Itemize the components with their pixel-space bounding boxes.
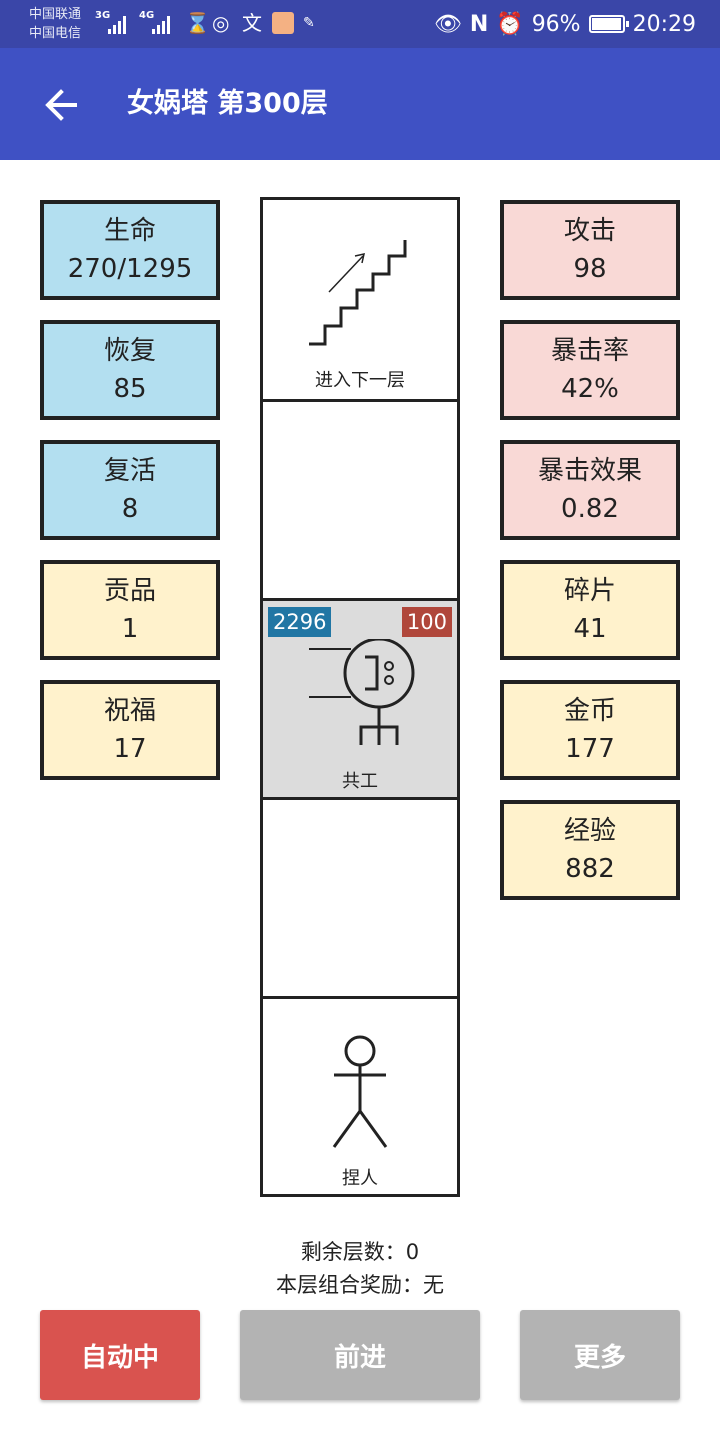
stat-attack: 攻击 98 <box>500 200 680 300</box>
tower-cell-player[interactable]: 捏人 <box>263 999 457 1194</box>
carrier-2: 中国电信 <box>29 26 82 41</box>
forward-button[interactable]: 前进 <box>240 1310 480 1400</box>
floor-reward-text: 本层组合奖励：无 <box>276 1273 444 1297</box>
tower-divider <box>263 996 457 999</box>
more-button[interactable]: 更多 <box>520 1310 680 1400</box>
signal-icon-2 <box>152 12 174 34</box>
stat-label: 碎片 <box>563 576 616 606</box>
nfc-icon: N <box>469 11 489 37</box>
app-bar: 女娲塔 第300层 <box>0 48 720 160</box>
stat-value: 0.82 <box>561 494 619 524</box>
stat-label: 复活 <box>103 456 156 486</box>
translate-icon: 文 <box>242 11 262 35</box>
battery-percent: 96% <box>531 11 581 37</box>
auto-button[interactable]: 自动中 <box>40 1310 200 1400</box>
stat-label: 暴击率 <box>550 336 629 366</box>
arrow-back-icon <box>45 89 77 121</box>
stat-label: 经验 <box>563 816 616 846</box>
tower-divider <box>263 797 457 800</box>
player-figure-icon <box>332 1035 388 1148</box>
stat-gold: 金币 177 <box>500 680 680 780</box>
stat-value: 98 <box>573 254 607 284</box>
stat-value: 42% <box>561 374 619 404</box>
clock-time: 20:29 <box>632 11 696 37</box>
tower-cell-enemy[interactable]: 2296 100 共工 <box>263 601 457 797</box>
stat-experience: 经验 882 <box>500 800 680 900</box>
stat-crit-effect: 暴击效果 0.82 <box>500 440 680 540</box>
carrier-names: 中国联通 中国电信 <box>29 5 81 43</box>
signal-icon <box>108 12 130 34</box>
stat-fragments: 碎片 41 <box>500 560 680 660</box>
stat-value: 41 <box>573 614 607 644</box>
stat-crit-rate: 暴击率 42% <box>500 320 680 420</box>
hourglass-icon: ⌛ <box>185 11 210 35</box>
stat-value: 270/1295 <box>67 254 193 284</box>
stat-value: 85 <box>113 374 147 404</box>
enemy-name: 共工 <box>342 771 378 792</box>
stat-blessing: 祝福 17 <box>40 680 220 780</box>
app-avatar-icon <box>272 12 294 34</box>
alarm-icon: ⏰ <box>496 11 524 37</box>
stat-label: 暴击效果 <box>537 456 642 486</box>
tower-cell-empty <box>263 402 457 601</box>
enemy-hp-badge: 2296 <box>268 607 332 637</box>
stat-recovery: 恢复 85 <box>40 320 220 420</box>
stat-revive: 复活 8 <box>40 440 220 540</box>
tower: 进入下一层 2296 100 共工 捏人 <box>260 197 460 1197</box>
stat-label: 祝福 <box>103 696 156 726</box>
eye-icon: 👁 <box>433 11 462 37</box>
stat-label: 生命 <box>103 216 156 246</box>
stat-label: 恢复 <box>103 336 156 366</box>
tower-divider <box>263 598 457 601</box>
network-type-1: 3G <box>95 10 111 21</box>
stat-label: 攻击 <box>563 216 616 246</box>
status-bar: 中国联通 中国电信 3G 4G ⌛ ◎ 文 ✎ 👁 N ⏰ 96% 20:29 <box>0 0 720 48</box>
battery-icon <box>588 15 629 33</box>
carrier-1: 中国联通 <box>29 7 82 22</box>
back-button[interactable] <box>38 82 84 128</box>
stat-value: 177 <box>565 734 615 764</box>
tower-cell-empty <box>263 800 457 996</box>
stat-life: 生命 270/1295 <box>40 200 220 300</box>
app-notification-icon: ✎ <box>303 15 315 31</box>
enemy-attack-badge: 100 <box>401 607 452 637</box>
network-type-2: 4G <box>139 10 155 21</box>
tower-cell-stairs[interactable]: 进入下一层 <box>263 200 457 399</box>
enemy-figure-icon <box>309 639 415 745</box>
stat-value: 882 <box>565 854 615 884</box>
stat-value: 17 <box>113 734 147 764</box>
stairs-icon <box>309 240 407 346</box>
stairs-label: 进入下一层 <box>315 370 405 391</box>
player-label: 捏人 <box>342 1168 378 1189</box>
page-title: 女娲塔 第300层 <box>127 88 328 119</box>
stat-label: 贡品 <box>103 576 156 606</box>
stat-tribute: 贡品 1 <box>40 560 220 660</box>
hotspot-icon: ◎ <box>212 11 230 35</box>
status-right-group: 👁 N ⏰ 96% 20:29 <box>434 9 696 39</box>
remaining-floors-text: 剩余层数：0 <box>300 1240 420 1264</box>
stat-value: 1 <box>121 614 139 644</box>
stat-label: 金币 <box>563 696 616 726</box>
stat-value: 8 <box>121 494 139 524</box>
tower-divider <box>263 399 457 402</box>
